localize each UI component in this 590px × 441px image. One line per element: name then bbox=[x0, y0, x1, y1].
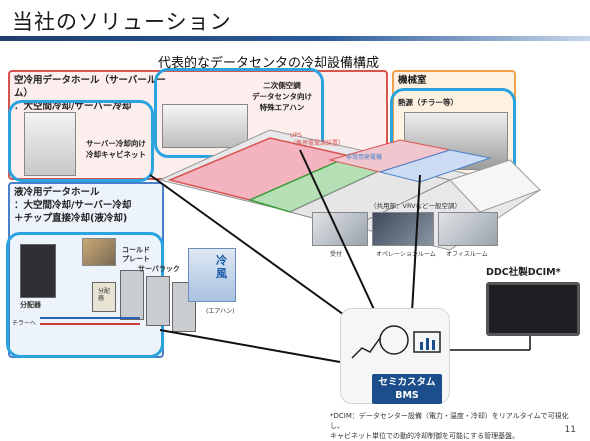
coolant-pipes bbox=[40, 317, 140, 325]
liquid-hall-heading: 液冷用データホール ：大空間冷却/サーバー冷却 ＋チップ直接冷却(液冷却) bbox=[14, 187, 132, 224]
cold-plate-image bbox=[82, 238, 116, 266]
bms-badge: セミカスタム BMS bbox=[372, 374, 442, 404]
chiller-label: チラーへ bbox=[12, 320, 37, 327]
cold-plate-label: コールド プレート bbox=[122, 246, 150, 263]
air-hall-heading: 空冷用データホール（サーバールーム） ：大空間冷却/サーバー冷却 bbox=[14, 75, 166, 112]
common-area-label: （共用部：VRVなど一般空調） bbox=[370, 202, 462, 210]
air-handler-label: 二次側空調 データセンタ向け 特殊エアハン bbox=[252, 81, 312, 112]
heat-source-label: 熱源（チラー等） bbox=[398, 98, 458, 107]
cold-air-label: 冷 風 bbox=[216, 254, 227, 280]
reception-label: 受付 bbox=[330, 251, 343, 258]
distributor-label: 分配器 bbox=[20, 301, 41, 309]
office-room-label: オフィスルーム bbox=[446, 251, 488, 258]
server-rack-label: サーバラック bbox=[138, 265, 180, 273]
page-number: 11 bbox=[564, 425, 576, 435]
ups-label: UPS （無停電電源装置） bbox=[290, 132, 345, 147]
dcim-monitor-image bbox=[486, 282, 580, 336]
air-handler-image bbox=[162, 104, 248, 148]
distributor-unit-image bbox=[20, 244, 56, 298]
machine-room-heading: 機械室 bbox=[398, 75, 427, 86]
server-rack-1 bbox=[120, 270, 144, 320]
reception-image bbox=[312, 212, 368, 246]
distributor-box bbox=[92, 282, 116, 312]
operation-room-image bbox=[372, 212, 434, 246]
bms-icons bbox=[351, 325, 441, 359]
dcim-label: DDC社製DCIM* bbox=[486, 267, 561, 278]
cooling-cabinet-image bbox=[24, 112, 76, 176]
title-rule bbox=[0, 36, 590, 41]
office-room-image bbox=[438, 212, 498, 246]
page-title: 当社のソリューション bbox=[12, 10, 232, 34]
server-rack-2 bbox=[146, 276, 170, 326]
air-handler-caption: (エアハン) bbox=[206, 308, 235, 315]
operation-room-label: オペレーションルーム bbox=[376, 251, 436, 258]
air-handler-unit bbox=[188, 248, 236, 302]
generator-label: 非常用発電機 bbox=[346, 154, 383, 161]
diagram-subtitle: 代表的なデータセンタの冷却設備構成 bbox=[158, 56, 380, 71]
cabinet-highlight bbox=[8, 100, 154, 182]
dcim-footnote: *DCIM：データセンター設備（電力・温度・冷却）をリアルタイムで可視化し、 キ… bbox=[330, 412, 569, 440]
cabinet-label: サーバー冷却向け 冷却キャビネット bbox=[86, 139, 146, 159]
distributor-box-label: 分配 器 bbox=[98, 288, 111, 302]
